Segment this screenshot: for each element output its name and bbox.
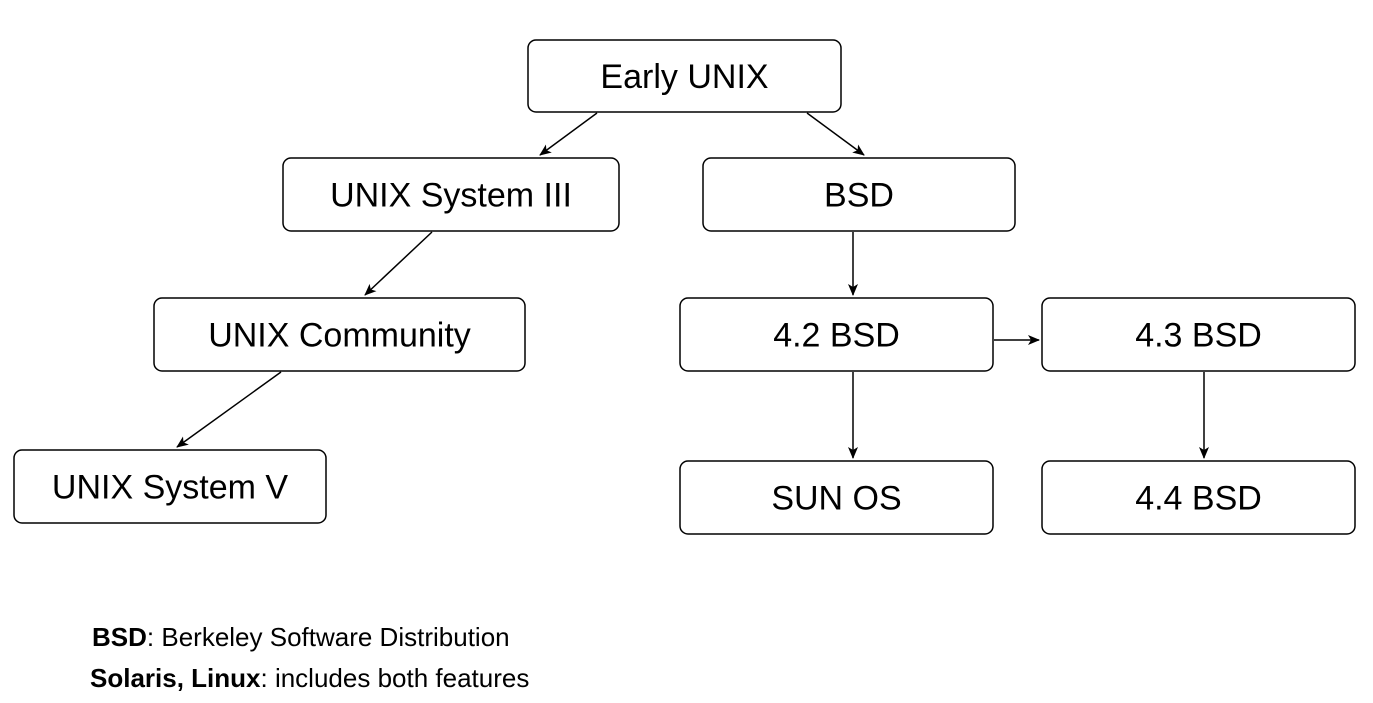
node-label: UNIX System V [52,469,288,507]
node-label: BSD [824,177,894,215]
node-label: UNIX Community [208,317,471,355]
node-unix-system-iii: UNIX System III [282,157,620,232]
edge-early-unix-to-unix-system-iii [539,112,598,156]
node-bsd-4-4: 4.4 BSD [1041,460,1356,535]
node-label: 4.2 BSD [773,317,900,355]
legend-entry-bsd: BSD: Berkeley Software Distribution [92,622,510,652]
node-early-unix: Early UNIX [527,39,842,113]
node-label: SUN OS [771,480,901,518]
legend-term: Solaris, Linux [90,663,261,693]
node-bsd-4-2: 4.2 BSD [679,297,994,372]
legend-term: BSD [92,622,147,652]
node-box [679,297,994,372]
node-label: 4.4 BSD [1135,480,1262,518]
edge-unix-system-iii-to-unix-community [364,231,433,296]
node-box [282,157,620,232]
node-box [1041,297,1356,372]
node-box [527,39,842,113]
edge-early-unix-to-bsd [806,112,865,156]
node-sun-os: SUN OS [679,460,994,535]
node-box [1041,460,1356,535]
edge-unix-community-to-unix-system-v [176,371,282,448]
node-box [153,297,526,372]
legend-entry-solaris-linux: Solaris, Linux: includes both features [90,663,529,693]
legend-definition: : includes both features [260,663,530,693]
legend-definition: : Berkeley Software Distribution [146,622,510,652]
node-box [679,460,994,535]
node-label: 4.3 BSD [1135,317,1262,355]
node-bsd: BSD [702,157,1016,232]
node-bsd-4-3: 4.3 BSD [1041,297,1356,372]
node-label: UNIX System III [330,177,572,215]
node-unix-system-v: UNIX System V [13,449,327,524]
nodes-layer: Early UNIX UNIX System III BSD UNIX Communi… [13,39,1356,535]
node-box [13,449,327,524]
node-unix-community: UNIX Community [153,297,526,372]
node-label: Early UNIX [600,58,768,96]
edges-layer [176,112,1209,459]
node-box [702,157,1016,232]
